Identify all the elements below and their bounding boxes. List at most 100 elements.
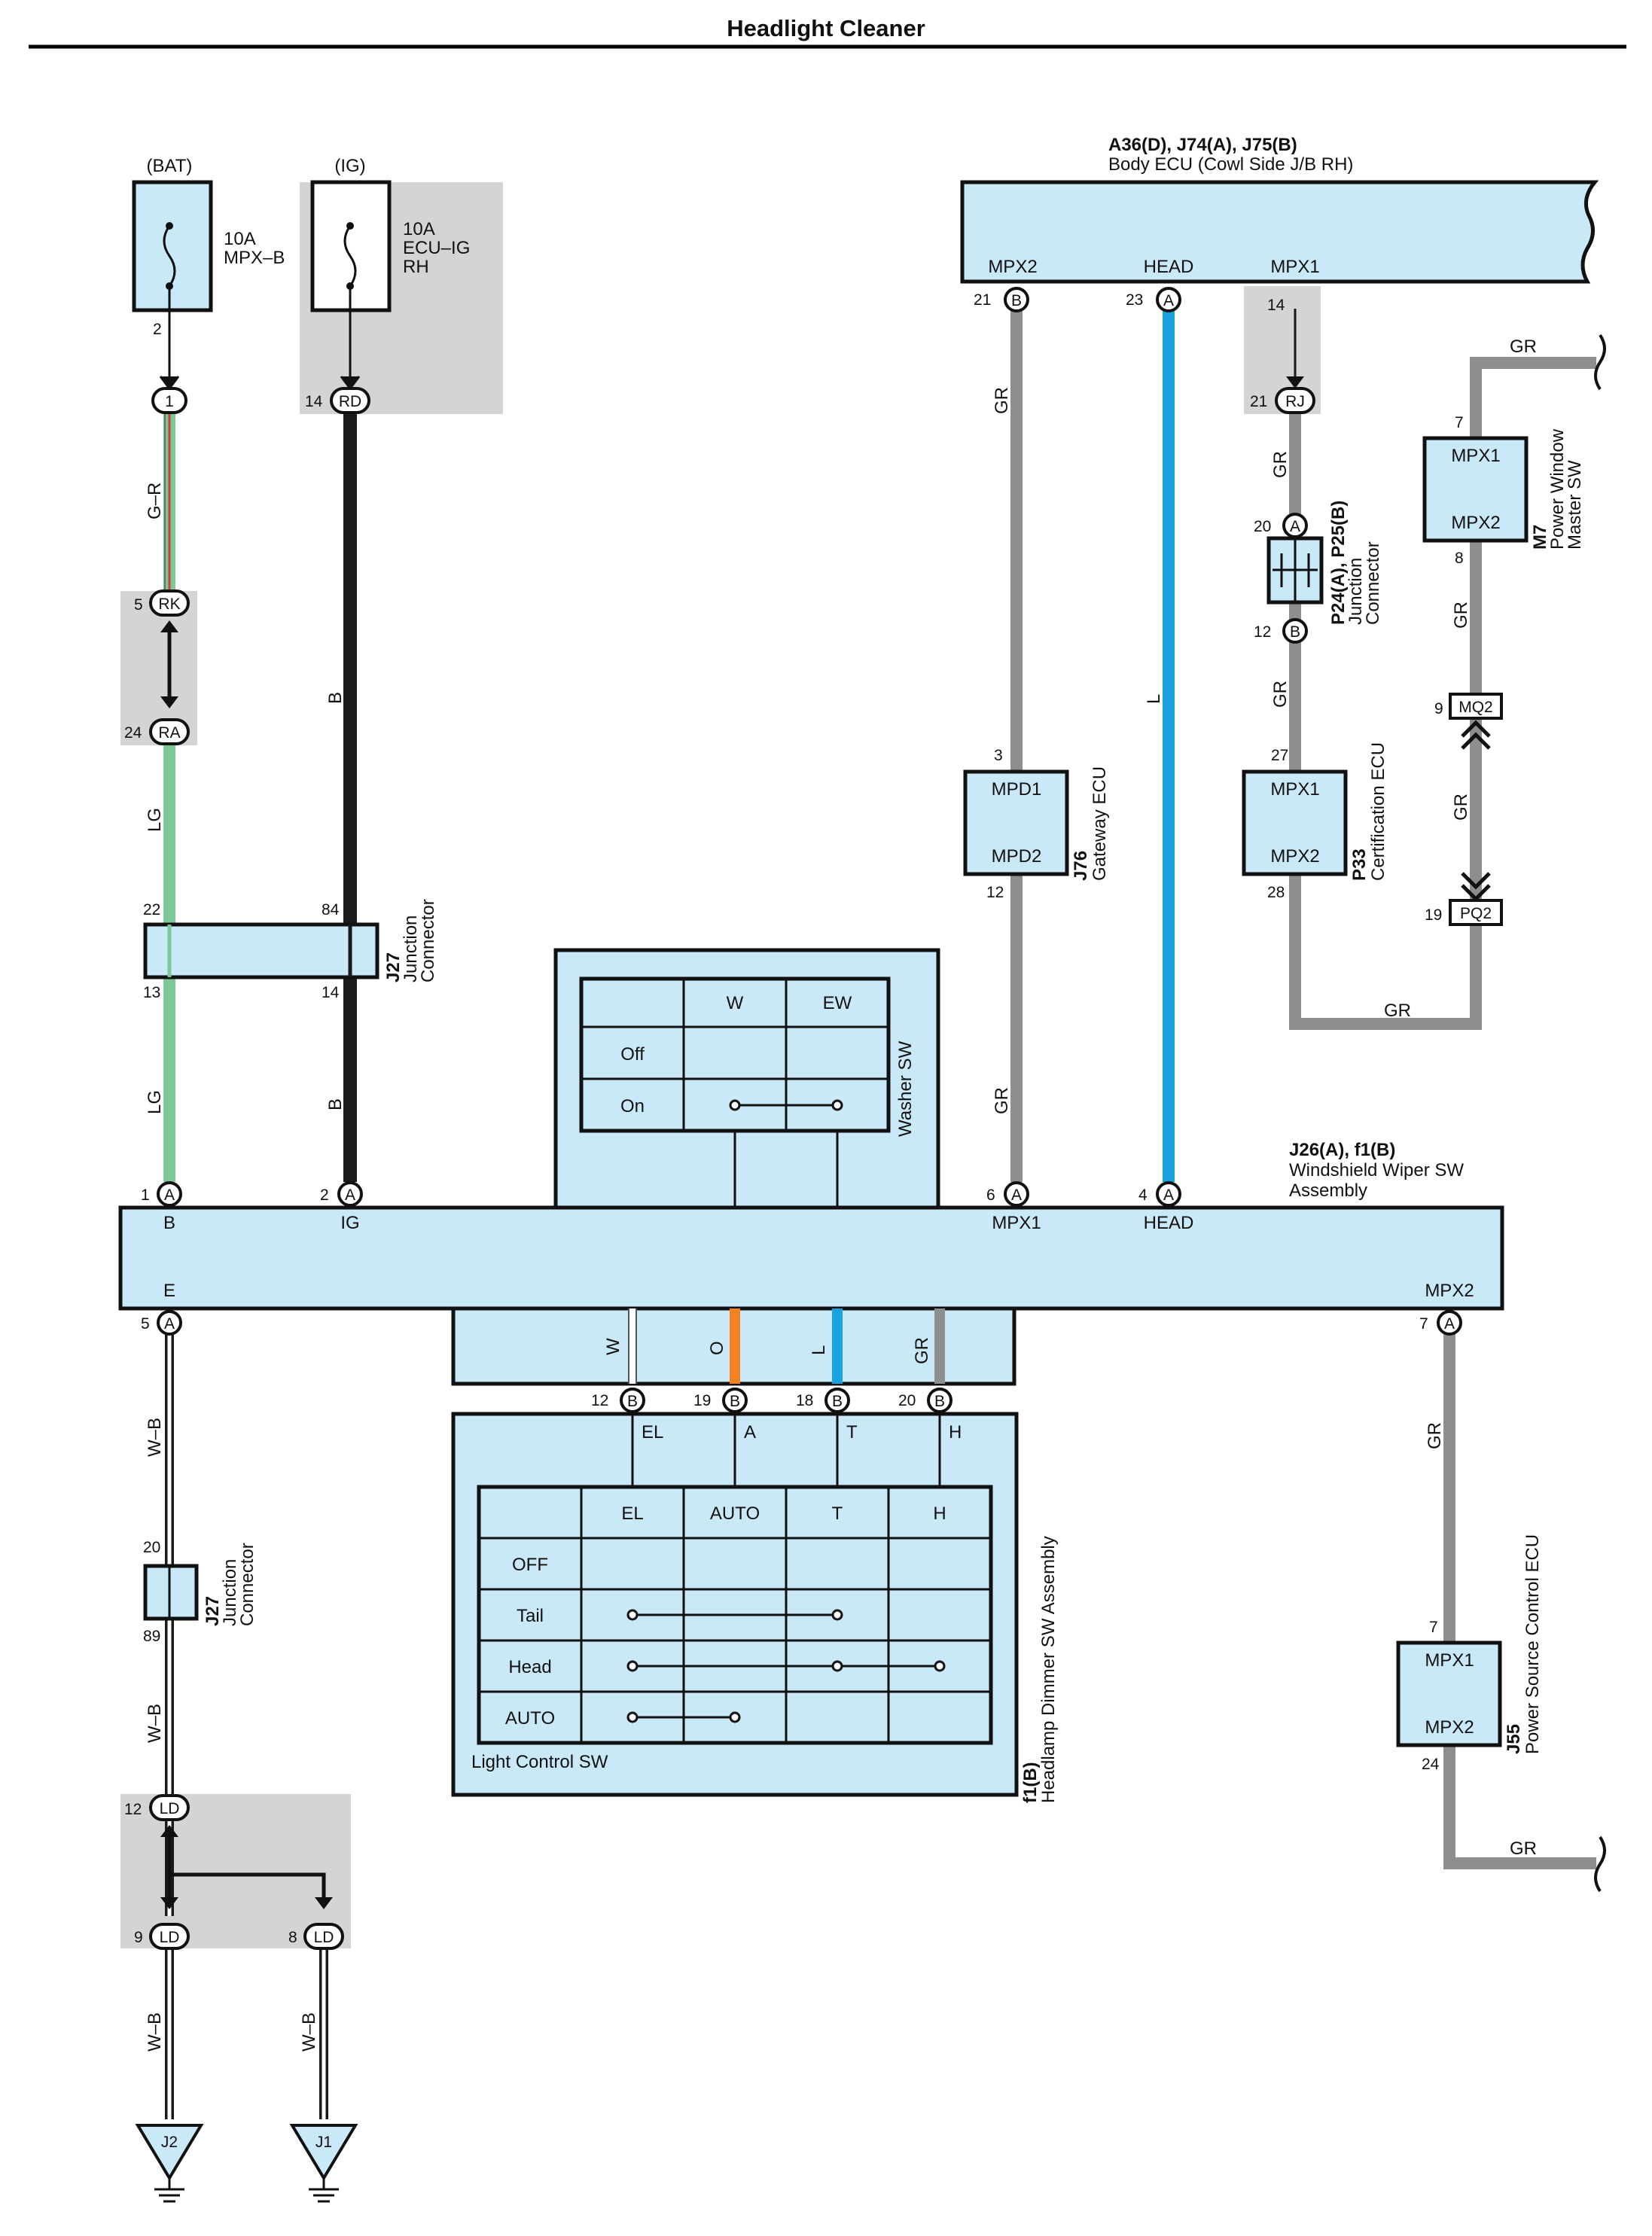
svg-text:Junction: Junction — [1346, 558, 1366, 625]
svg-text:24: 24 — [124, 724, 142, 742]
connector-ld-9 — [149, 1923, 190, 1950]
body-ecu-codes: A36(D), J74(A), J75(B) — [1108, 135, 1297, 155]
svg-text:A: A — [164, 1187, 175, 1204]
svg-text:PQ2: PQ2 — [1460, 905, 1492, 922]
svg-text:W: W — [603, 1338, 623, 1355]
svg-text:Assembly: Assembly — [1289, 1180, 1367, 1201]
svg-text:23: 23 — [1126, 291, 1143, 309]
m7-code: M7 — [1530, 525, 1550, 550]
svg-text:7: 7 — [1429, 1619, 1438, 1636]
svg-text:H: H — [933, 1503, 946, 1524]
svg-text:Power Source Control ECU: Power Source Control ECU — [1522, 1534, 1543, 1754]
svg-text:12: 12 — [986, 884, 1004, 901]
svg-text:W–B: W–B — [145, 2012, 165, 2052]
svg-text:L: L — [1144, 694, 1164, 704]
svg-text:MPX2: MPX2 — [1451, 513, 1500, 533]
svg-text:W: W — [727, 993, 744, 1013]
svg-text:24: 24 — [1422, 1756, 1440, 1773]
svg-text:9: 9 — [1434, 700, 1443, 717]
svg-text:MPX1: MPX1 — [1270, 257, 1319, 277]
svg-text:L: L — [809, 1345, 829, 1355]
svg-text:A: A — [1163, 1187, 1174, 1204]
fuse-mpx-b-amp: 10A — [224, 229, 256, 249]
svg-text:AUTO: AUTO — [505, 1708, 555, 1729]
svg-text:5: 5 — [141, 1315, 150, 1333]
svg-text:Head: Head — [508, 1657, 551, 1677]
svg-text:W–B: W–B — [145, 1418, 165, 1457]
wire-label-lg-2: LG — [145, 1090, 165, 1114]
svg-text:GR: GR — [1425, 1422, 1445, 1449]
wire-g-r — [163, 413, 175, 591]
wiper-top-pins: 1 A 2 A 6 A 4 A — [141, 1181, 1181, 1207]
svg-text:20: 20 — [898, 1392, 916, 1409]
svg-text:AUTO: AUTO — [710, 1503, 760, 1524]
svg-text:A: A — [1444, 1315, 1455, 1333]
body-ecu-box — [960, 180, 1599, 284]
wire-label-lg-1: LG — [145, 808, 165, 832]
j27-bottom-connector — [143, 1564, 199, 1621]
svg-text:21: 21 — [1250, 393, 1267, 410]
fuse-ecu-ig-amp: 10A — [403, 219, 435, 239]
wiper-pin-e — [157, 1310, 182, 1336]
connector-pq2 — [1449, 899, 1503, 926]
body-ecu-name: Body ECU (Cowl Side J/B RH) — [1108, 154, 1353, 175]
svg-text:Connector: Connector — [237, 1543, 258, 1626]
svg-text:MPX1: MPX1 — [1425, 1650, 1474, 1671]
j27-bottom-code: J27 — [203, 1596, 223, 1626]
svg-text:1: 1 — [165, 393, 174, 410]
svg-text:7: 7 — [1419, 1315, 1428, 1333]
svg-text:B: B — [163, 1213, 175, 1233]
svg-text:LD: LD — [314, 1929, 334, 1946]
svg-text:GR: GR — [1510, 337, 1537, 357]
svg-text:A: A — [345, 1187, 355, 1204]
connector-ld-8 — [303, 1923, 344, 1950]
svg-text:89: 89 — [143, 1628, 160, 1645]
j76-code: J76 — [1071, 851, 1091, 881]
bat-label: (BAT) — [147, 156, 193, 176]
svg-text:EW: EW — [823, 993, 852, 1013]
svg-text:A: A — [164, 1315, 175, 1333]
page-title: Headlight Cleaner — [727, 15, 925, 41]
svg-text:B: B — [1290, 623, 1300, 641]
svg-text:Power Window: Power Window — [1547, 428, 1568, 550]
svg-text:2: 2 — [320, 1187, 329, 1204]
svg-text:84: 84 — [322, 901, 340, 918]
svg-text:EL: EL — [642, 1422, 663, 1442]
svg-text:MPX2: MPX2 — [1425, 1281, 1474, 1301]
body-ecu-pin-head — [1156, 287, 1181, 312]
svg-text:4: 4 — [1138, 1187, 1148, 1204]
j55-power-source-control-ecu — [1396, 1640, 1502, 1747]
svg-text:MPX1: MPX1 — [1451, 446, 1500, 466]
svg-text:B: B — [627, 1393, 638, 1410]
rd-pin: 14 — [305, 393, 323, 410]
j27-top-connector — [143, 922, 379, 979]
svg-text:J2: J2 — [161, 2134, 178, 2151]
wire-label-b-2: B — [325, 1098, 346, 1110]
j55-code: J55 — [1504, 1724, 1524, 1754]
ig-label: (IG) — [334, 156, 365, 176]
svg-text:LD: LD — [160, 1929, 180, 1946]
svg-text:MPX2: MPX2 — [1425, 1717, 1474, 1738]
svg-text:8: 8 — [1455, 550, 1464, 567]
svg-text:B: B — [730, 1393, 740, 1410]
svg-text:GR: GR — [1451, 602, 1471, 629]
body-ecu-pin-mpx2 — [1004, 287, 1029, 312]
svg-text:IG: IG — [340, 1213, 359, 1233]
svg-text:GR: GR — [992, 387, 1012, 414]
fuse-mpx-b — [132, 180, 213, 312]
svg-text:28: 28 — [1267, 884, 1285, 901]
p33-certification-ecu — [1242, 769, 1348, 876]
connector-rj — [1275, 387, 1315, 414]
connector-ld-12 — [149, 1794, 190, 1821]
p33-code: P33 — [1349, 848, 1370, 881]
svg-text:3: 3 — [994, 747, 1003, 764]
svg-text:Master SW: Master SW — [1565, 460, 1585, 550]
wire-gr-cert-loop — [1289, 413, 1482, 1030]
svg-text:14: 14 — [1267, 297, 1285, 314]
svg-text:Junction: Junction — [220, 1559, 240, 1626]
wire-label-b-1: B — [325, 692, 346, 704]
svg-text:H: H — [949, 1422, 962, 1442]
connector-1 — [151, 387, 187, 414]
wire-break-top — [1594, 334, 1606, 391]
svg-text:E: E — [163, 1281, 175, 1301]
